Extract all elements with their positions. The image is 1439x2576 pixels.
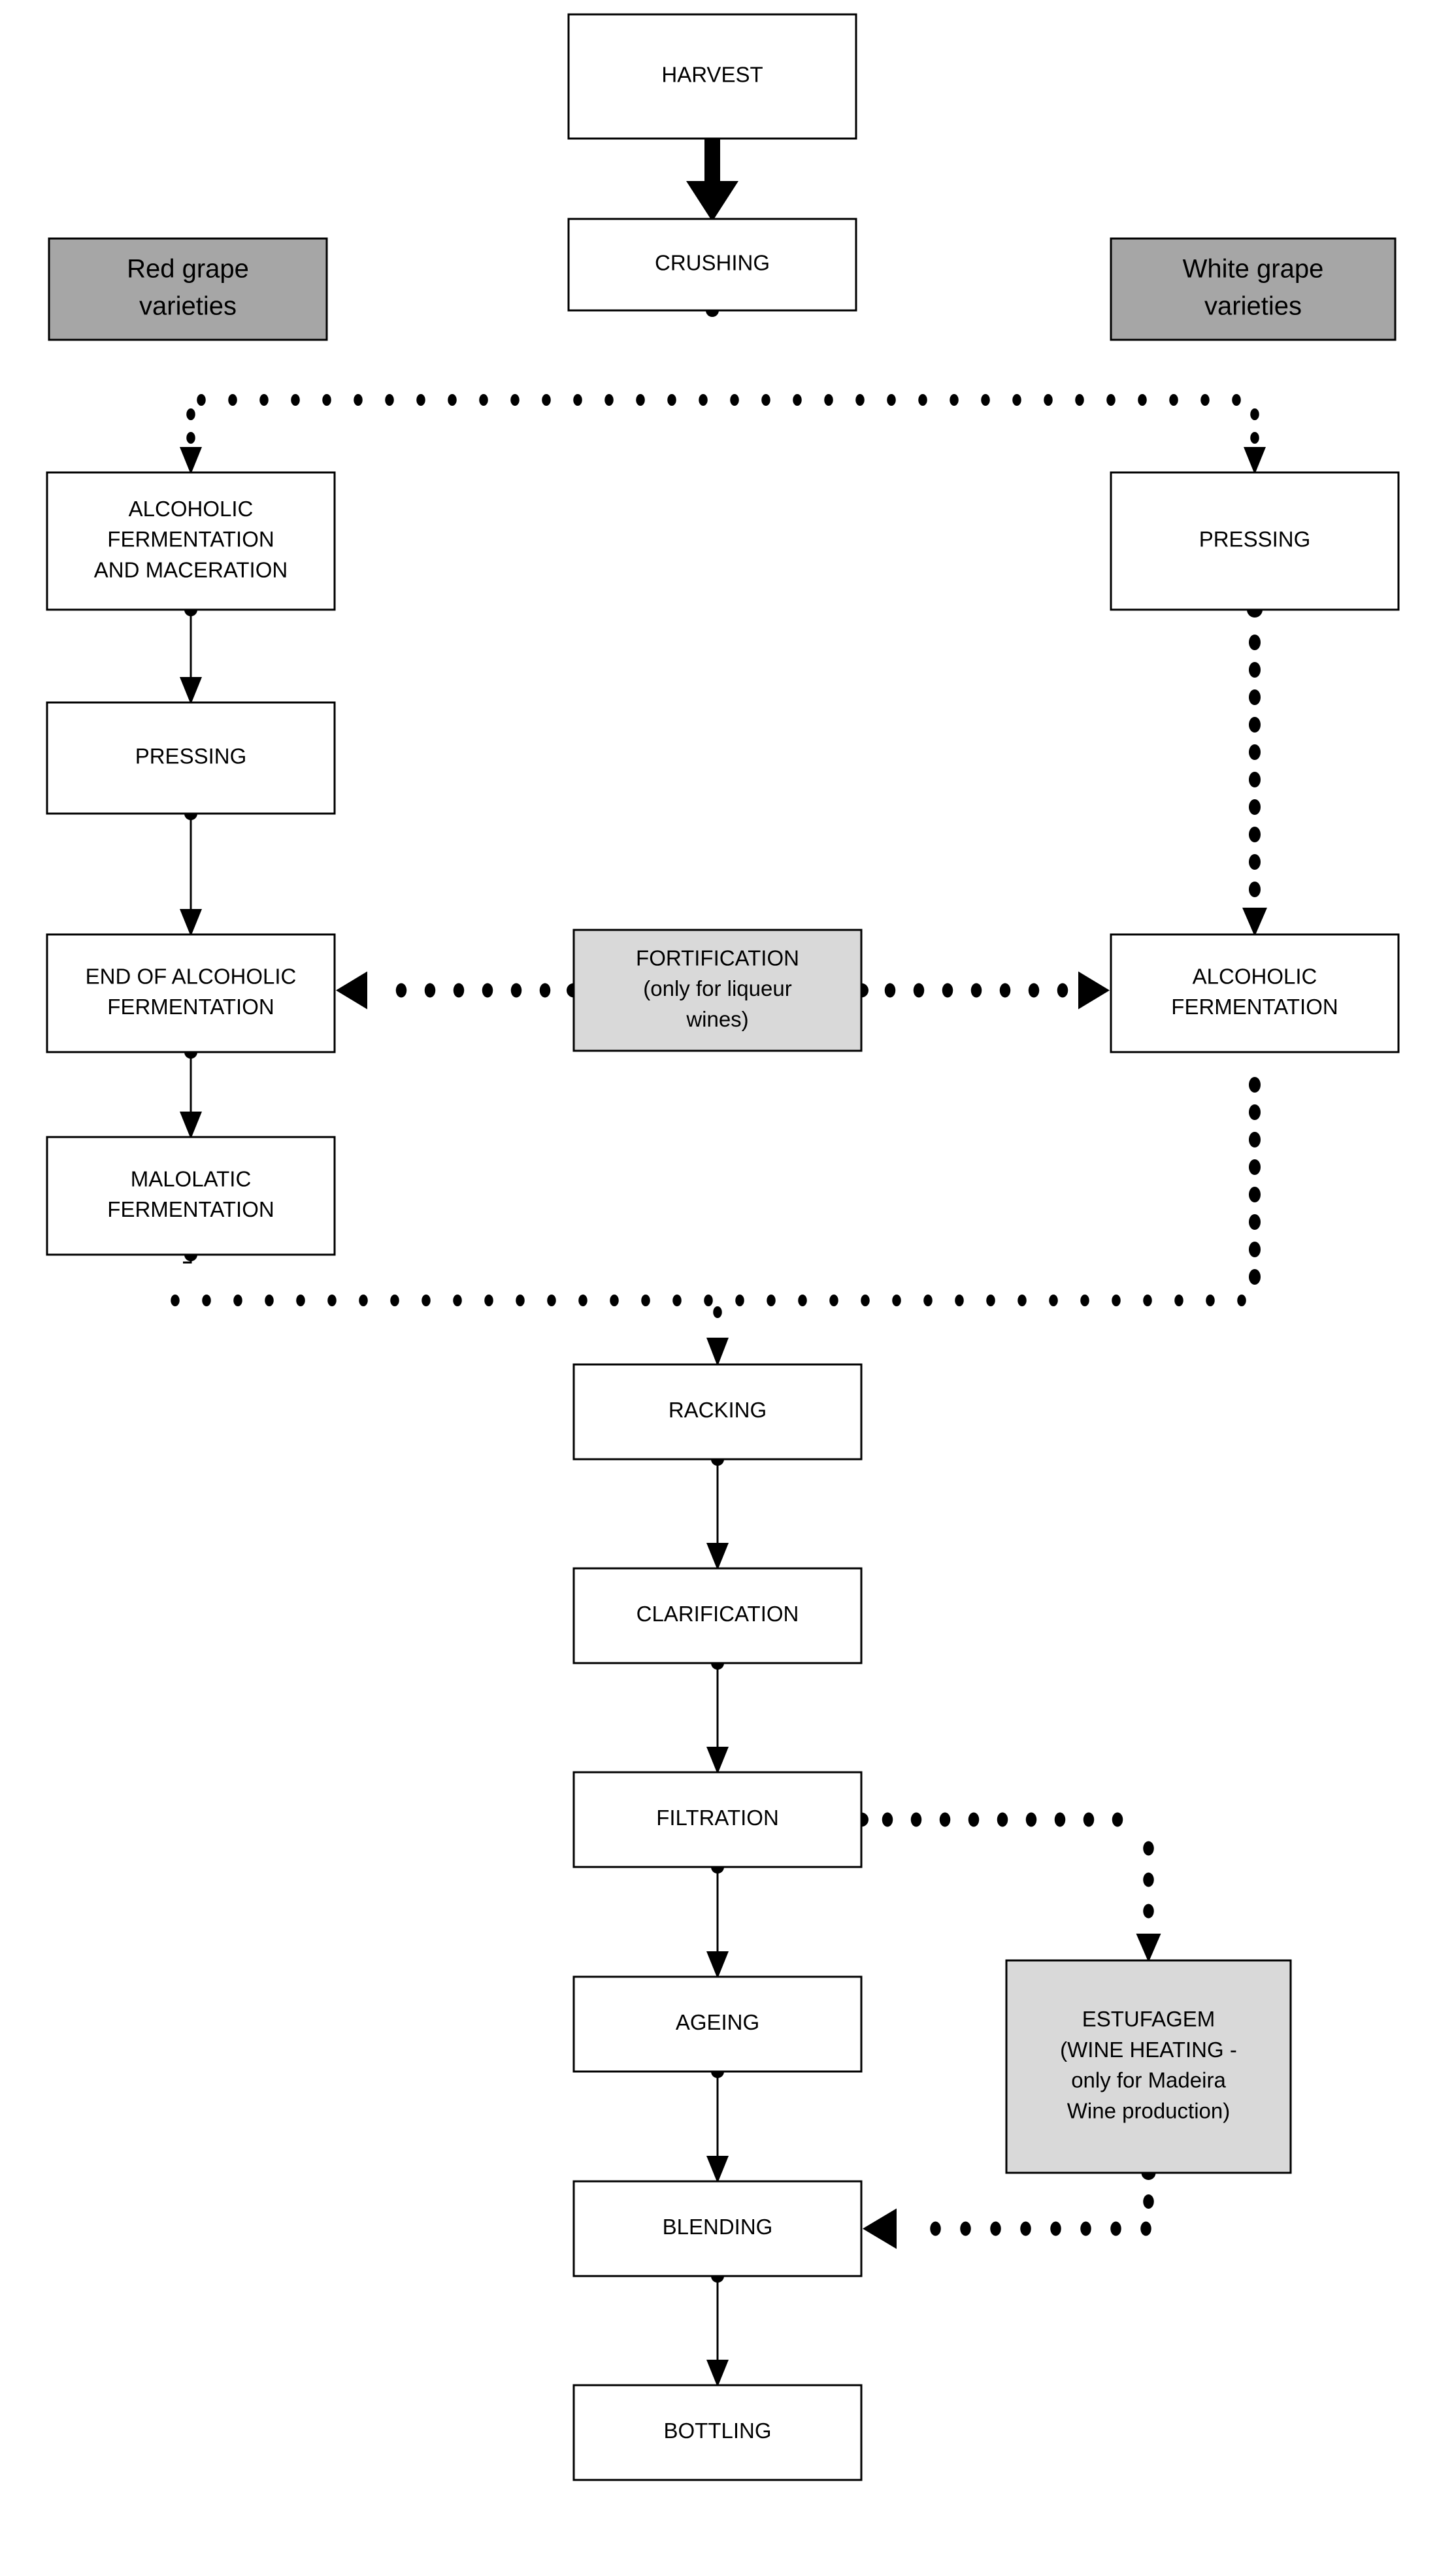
node-label: RACKING xyxy=(669,1398,767,1422)
node-label: Red grape xyxy=(127,255,249,284)
connector-clarification-to-filtration xyxy=(706,1657,729,1774)
connector-racking-to-clarification xyxy=(706,1453,729,1570)
node-label: wines) xyxy=(686,1007,748,1031)
node-label: MALOLATIC xyxy=(131,1166,252,1191)
node-label: CLARIFICATION xyxy=(637,1602,799,1626)
node-label: FERMENTATION xyxy=(107,995,274,1019)
connector-malolatic-to-racking xyxy=(171,1248,1246,1306)
node-label: Wine production) xyxy=(1067,2099,1230,2123)
node-bottling[interactable]: BOTTLING xyxy=(572,2384,863,2481)
node-label: White grape xyxy=(1183,255,1324,284)
node-alc-ferm-macer[interactable]: ALCOHOLIC FERMENTATION AND MACERATION xyxy=(46,471,336,611)
node-harvest[interactable]: HARVEST xyxy=(567,13,857,140)
node-label: PRESSING xyxy=(1199,527,1311,552)
node-white-grape[interactable]: White grape varieties xyxy=(1110,237,1397,341)
connector-fortification-to-end-alcferm xyxy=(336,971,581,1010)
node-end-alc-ferm[interactable]: END OF ALCOHOLIC FERMENTATION xyxy=(46,933,336,1053)
connector-blending-to-bottling xyxy=(706,2270,729,2387)
node-blending[interactable]: BLENDING xyxy=(572,2180,863,2277)
connector-estufagem-to-blending xyxy=(863,2166,1156,2249)
connector-end-alcferm-to-malolatic xyxy=(180,1046,202,1139)
node-label: only for Madeira xyxy=(1071,2068,1226,2092)
node-label: (only for liqueur xyxy=(643,976,791,1000)
node-label: varieties xyxy=(139,291,237,320)
node-label: END OF ALCOHOLIC xyxy=(86,964,297,988)
node-label: BLENDING xyxy=(663,2215,773,2239)
node-fortification[interactable]: FORTIFICATION (only for liqueur wines) xyxy=(572,929,863,1052)
connector-pressing-red-to-end-alcferm xyxy=(180,807,202,936)
node-label: BOTTLING xyxy=(663,2419,771,2443)
node-label: FERMENTATION xyxy=(107,527,274,552)
node-label: FERMENTATION xyxy=(107,1197,274,1221)
node-red-grape[interactable]: Red grape varieties xyxy=(48,237,328,341)
node-label: AGEING xyxy=(676,2010,759,2034)
node-label: varieties xyxy=(1204,291,1302,320)
node-label: HARVEST xyxy=(661,63,763,87)
connector-malolatic-to-racking-drop xyxy=(706,1306,729,1366)
node-pressing-red[interactable]: PRESSING xyxy=(46,701,336,815)
node-ageing[interactable]: AGEING xyxy=(572,1975,863,2073)
node-label: ALCOHOLIC xyxy=(129,497,254,521)
node-label: FORTIFICATION xyxy=(636,946,799,970)
node-label: FERMENTATION xyxy=(1171,995,1338,1019)
node-label: AND MACERATION xyxy=(94,558,288,582)
node-label: (WINE HEATING - xyxy=(1060,2038,1237,2062)
node-racking[interactable]: RACKING xyxy=(572,1363,863,1461)
node-label: PRESSING xyxy=(135,744,247,768)
connector-harvest-to-crushing xyxy=(686,131,738,222)
connector-alcferm-to-pressing-red xyxy=(180,603,202,704)
node-filtration[interactable]: FILTRATION xyxy=(572,1771,863,1868)
node-label: FILTRATION xyxy=(656,1806,779,1830)
connector-crushing-split-right xyxy=(1244,408,1266,474)
connector-alcferm-white-to-racking xyxy=(1249,1077,1261,1285)
node-crushing[interactable]: CRUSHING xyxy=(567,218,857,312)
connector-filtration-to-estufagem xyxy=(854,1812,1161,1962)
node-alc-ferm-white[interactable]: ALCOHOLIC FERMENTATION xyxy=(1110,933,1400,1053)
connector-crushing-split-left xyxy=(180,304,1241,474)
node-clarification[interactable]: CLARIFICATION xyxy=(572,1567,863,1664)
connector-ageing-to-blending xyxy=(706,2065,729,2183)
connector-pressing-white-to-alcferm xyxy=(1242,602,1267,936)
node-label: CRUSHING xyxy=(655,251,770,275)
node-pressing-white[interactable]: PRESSING xyxy=(1110,471,1400,611)
node-label: ALCOHOLIC xyxy=(1193,964,1317,988)
node-label: ESTUFAGEM xyxy=(1082,2007,1216,2031)
node-malolatic-ferm[interactable]: MALOLATIC FERMENTATION xyxy=(46,1136,336,1256)
connector-fortification-to-alcferm xyxy=(854,971,1110,1010)
node-estufagem[interactable]: ESTUFAGEM (WINE HEATING - only for Madeira… xyxy=(1005,1959,1292,2174)
connector-filtration-to-ageing xyxy=(706,1860,729,1979)
